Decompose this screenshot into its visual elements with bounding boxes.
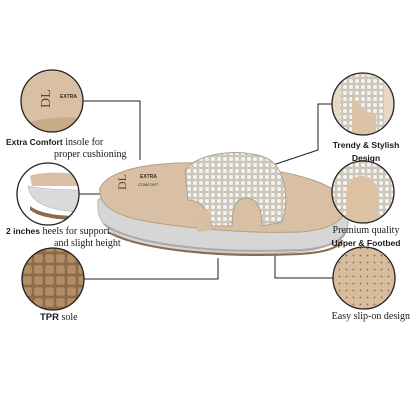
label-insole: Extra Comfort insole for proper cushioni… bbox=[6, 136, 136, 161]
label-sole: TPR sole bbox=[40, 312, 120, 324]
label-sole-bold: TPR bbox=[40, 312, 59, 323]
label-slipon-line1: Easy slip-on design bbox=[331, 311, 410, 322]
insole-text-2: COMFORT bbox=[138, 182, 159, 187]
leader-design bbox=[257, 103, 332, 171]
label-heels-bold: 2 inches bbox=[6, 226, 41, 236]
insole-logo: DL bbox=[115, 174, 129, 190]
label-sole-rest: sole bbox=[59, 312, 78, 323]
label-slipon: Easy slip-on design bbox=[300, 311, 410, 323]
leader-insole bbox=[83, 100, 141, 160]
label-quality-line1: Premium quality bbox=[332, 225, 400, 236]
detail-quality bbox=[332, 161, 394, 223]
sandal-main: DL EXTRA COMFORT bbox=[97, 152, 349, 256]
label-design-line2: Design bbox=[351, 153, 381, 163]
label-quality-line2: Upper & Footbed bbox=[331, 238, 401, 248]
label-heels-line2: and slight height bbox=[54, 238, 121, 249]
detail-sole bbox=[22, 248, 84, 310]
label-heels: 2 inches heels for support and slight he… bbox=[6, 225, 138, 250]
label-quality: Premium quality Upper & Footbed bbox=[318, 225, 414, 250]
detail-circle-insole bbox=[20, 69, 84, 133]
svg-text:DL: DL bbox=[39, 89, 54, 108]
detail-circle-quality bbox=[331, 160, 395, 224]
label-insole-bold: Extra Comfort bbox=[6, 137, 63, 147]
sandal-upper bbox=[184, 152, 287, 227]
detail-heel bbox=[17, 163, 79, 225]
detail-circle-slipon bbox=[332, 246, 396, 310]
detail-circle-design bbox=[331, 72, 395, 136]
label-design: Trendy & Stylish Design bbox=[322, 139, 410, 165]
detail-design bbox=[332, 73, 394, 135]
detail-circle-heel bbox=[16, 162, 80, 226]
detail-circle-sole bbox=[21, 247, 85, 311]
insole-text-1: EXTRA bbox=[140, 174, 157, 180]
label-insole-line2: proper cushioning bbox=[54, 149, 127, 160]
leader-sole bbox=[84, 258, 219, 280]
label-heels-rest: heels for support bbox=[40, 226, 110, 237]
label-insole-rest: insole for bbox=[62, 137, 104, 148]
svg-text:EXTRA: EXTRA bbox=[60, 94, 77, 100]
detail-slipon bbox=[333, 247, 395, 309]
label-design-line1: Trendy & Stylish bbox=[332, 140, 400, 150]
